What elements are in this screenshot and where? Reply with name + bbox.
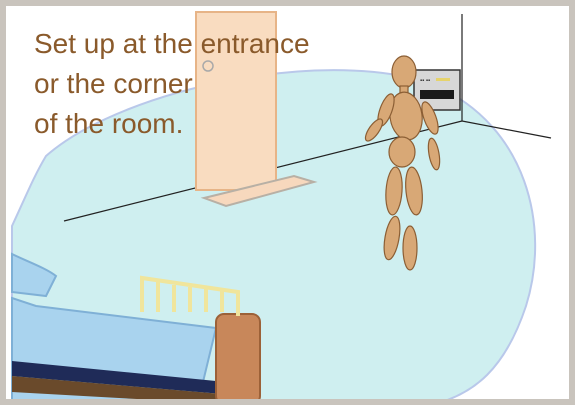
caption-line-3: of the room.	[34, 104, 310, 144]
caption-line-1: Set up at the entrance	[34, 24, 310, 64]
caption-line-2: or the corner	[34, 64, 310, 104]
wall-sensor-device: ▪▪ ▪▪	[414, 70, 460, 110]
caption: Set up at the entrance or the corner of …	[34, 24, 310, 144]
svg-text:▪▪ ▪▪: ▪▪ ▪▪	[420, 78, 430, 84]
